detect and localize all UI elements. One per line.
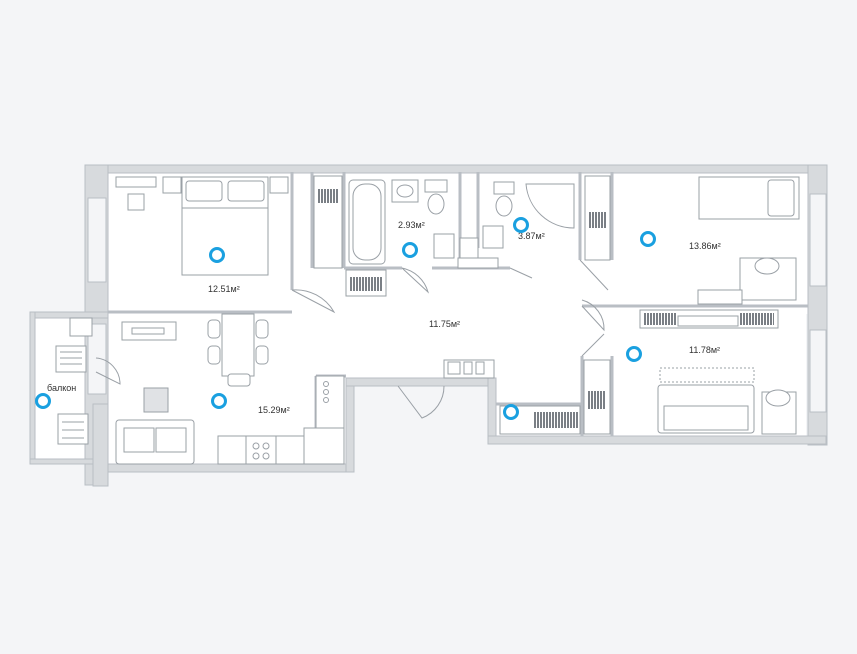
room-marker-storage[interactable] (503, 404, 519, 420)
room-marker-bedroom-1[interactable] (209, 247, 225, 263)
kitchen-counter (217, 375, 345, 465)
area-label-toilet: 3.87м² (518, 231, 545, 241)
room-marker-kitchen-living[interactable] (211, 393, 227, 409)
wardrobe-bedroom-3 (499, 359, 611, 435)
room-marker-bathroom[interactable] (402, 242, 418, 258)
dining-table (207, 313, 269, 387)
room-marker-bedroom-3[interactable] (626, 346, 642, 362)
wardrobe-bedroom-1 (313, 175, 343, 269)
area-label-bathroom: 2.93м² (398, 220, 425, 230)
shoe-rack (443, 359, 495, 379)
wardrobe-hall (345, 175, 611, 297)
area-label-balcony: балкон (47, 383, 77, 393)
room-marker-toilet[interactable] (513, 217, 529, 233)
windows (87, 193, 827, 413)
area-label-hall: 11.75м² (429, 319, 461, 329)
nightstand (115, 176, 289, 211)
area-label-kitchen-living: 15.29м² (258, 405, 290, 415)
sofa-bedroom-3 (657, 367, 797, 435)
area-label-bedroom-3: 11.78м² (689, 345, 721, 355)
room-marker-bedroom-2[interactable] (640, 231, 656, 247)
bathroom-fixtures (391, 179, 479, 259)
area-label-bedroom-2: 13.86м² (689, 241, 721, 251)
bed-bedroom-1 (181, 176, 269, 276)
doors (95, 259, 609, 419)
shelf-bedroom-3 (639, 309, 779, 329)
bed-bedroom-2 (697, 176, 800, 305)
room-marker-balcony[interactable] (35, 393, 51, 409)
bathtub (348, 179, 386, 265)
sofa-living (115, 321, 195, 465)
toilet-fixtures (457, 181, 575, 269)
balcony-furniture (55, 317, 93, 445)
area-label-bedroom-1: 12.51м² (208, 284, 240, 294)
